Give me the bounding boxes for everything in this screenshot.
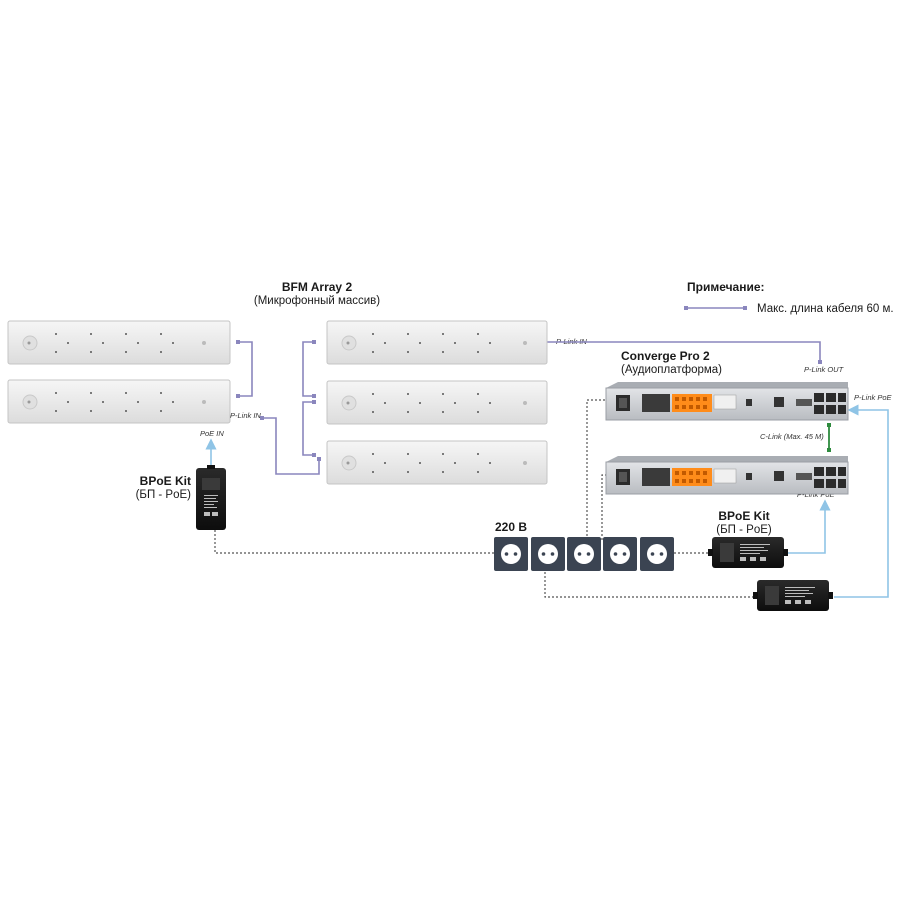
mic-array-right-2 [326, 380, 548, 425]
poe-cables [205, 404, 889, 598]
port-clink: C-Link (Max. 45 M) [760, 432, 824, 441]
port-plink-out: P-Link OUT [804, 365, 845, 374]
mic-array-left-bottom [7, 379, 231, 424]
mains-label: 220 В [495, 520, 527, 534]
mic-array-left-top [7, 320, 231, 365]
psu-right-top [708, 537, 788, 568]
bpoe-left-subtitle: (БП - PoE) [136, 489, 192, 501]
note-text: Макс. длина кабеля 60 м. [757, 303, 894, 315]
mic-array-right-1 [326, 320, 548, 365]
power-outlets [494, 537, 674, 571]
port-plink-poe-top: P-Link PoE [854, 393, 893, 402]
outlet-1 [494, 537, 528, 571]
outlet-5 [640, 537, 674, 571]
bpoe-right-subtitle: (БП - PoE) [716, 524, 772, 536]
note-legend-line [684, 306, 747, 310]
clink-cable [827, 423, 831, 452]
array-subtitle: (Микрофонный массив) [254, 295, 380, 307]
converge-subtitle: (Аудиоплатформа) [621, 364, 722, 376]
port-plink-in-left: P-Link IN [230, 411, 261, 420]
outlet-2 [531, 537, 565, 571]
array-title: BFM Array 2 [282, 280, 353, 294]
converge-unit-bottom [605, 456, 849, 495]
mic-array-right-3 [326, 440, 548, 485]
converge-title: Converge Pro 2 [621, 349, 710, 363]
psu-left [196, 465, 226, 530]
converge-unit-top [605, 382, 849, 421]
power-cords [214, 399, 757, 598]
psu-right-bottom [753, 580, 833, 611]
port-poe-in: PoE IN [200, 429, 224, 438]
plink-cables [239, 341, 821, 475]
bpoe-right-title: BPoE Kit [718, 509, 769, 523]
note-heading: Примечание: [687, 280, 765, 294]
bpoe-left-title: BPoE Kit [140, 474, 191, 488]
outlet-3 [567, 537, 601, 571]
outlet-4 [603, 537, 637, 571]
